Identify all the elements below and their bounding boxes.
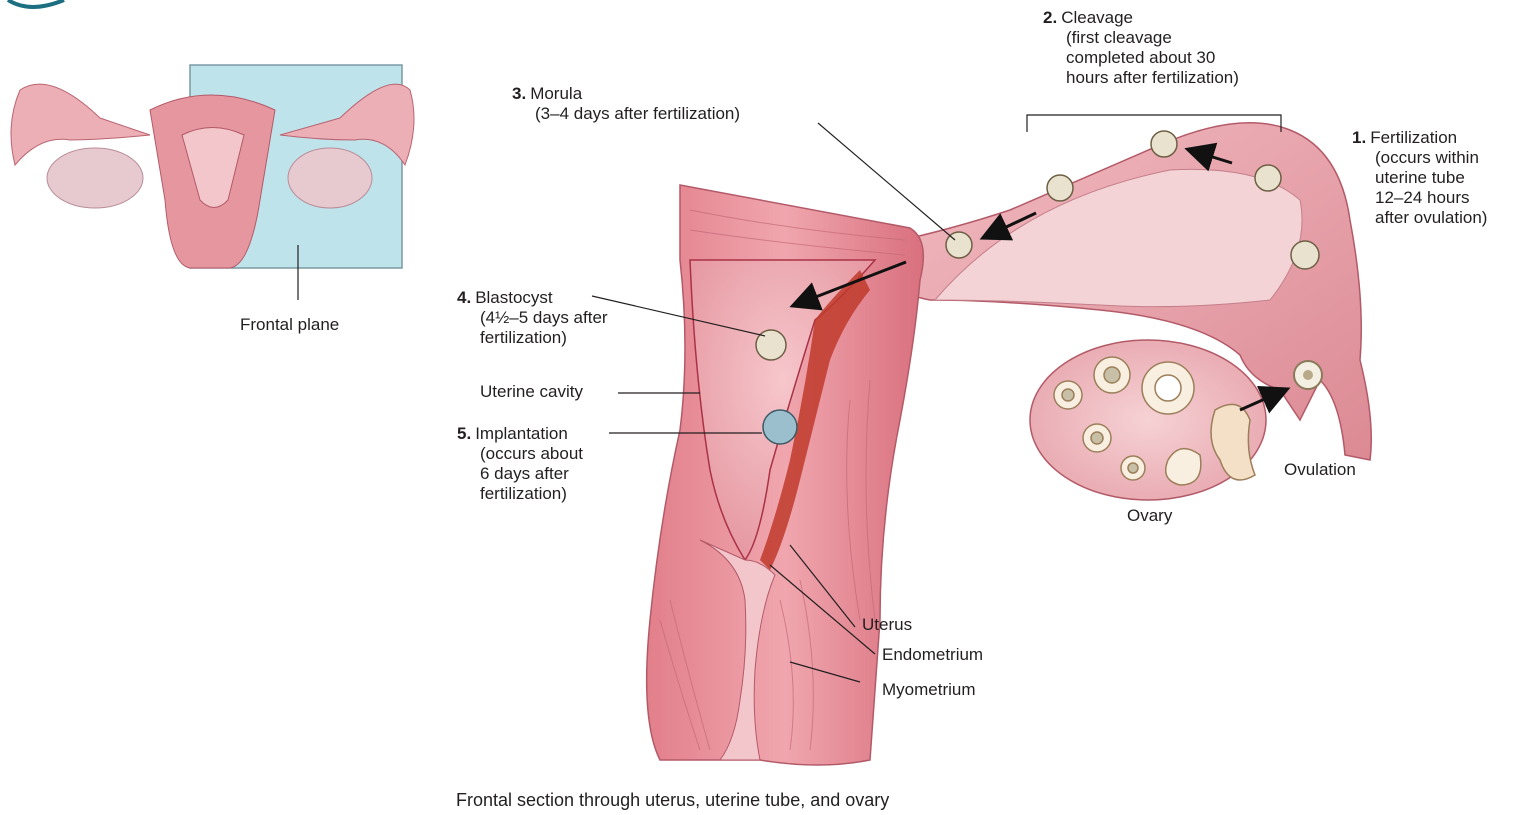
label-uterus: Uterus xyxy=(862,615,912,635)
label-fertilization: 1.Fertilization (occurs within uterine t… xyxy=(1352,128,1487,228)
label-ovulation: Ovulation xyxy=(1284,460,1356,480)
corner-badge xyxy=(8,0,64,7)
label-myometrium: Myometrium xyxy=(882,680,976,700)
label-ovary: Ovary xyxy=(1127,506,1172,526)
inset-frontal-plane-label: Frontal plane xyxy=(240,315,339,335)
figure-caption: Frontal section through uterus, uterine … xyxy=(456,790,889,811)
label-blastocyst: 4.Blastocyst (4½–5 days after fertilizat… xyxy=(457,288,608,348)
label-uterine-cavity: Uterine cavity xyxy=(480,382,583,402)
inset-uterus-illustration xyxy=(11,65,414,268)
label-morula: 3.Morula (3–4 days after fertilization) xyxy=(512,84,740,124)
label-implantation: 5.Implantation (occurs about 6 days afte… xyxy=(457,424,583,504)
label-endometrium: Endometrium xyxy=(882,645,983,665)
label-cleavage: 2.Cleavage (first cleavage completed abo… xyxy=(1043,8,1239,88)
